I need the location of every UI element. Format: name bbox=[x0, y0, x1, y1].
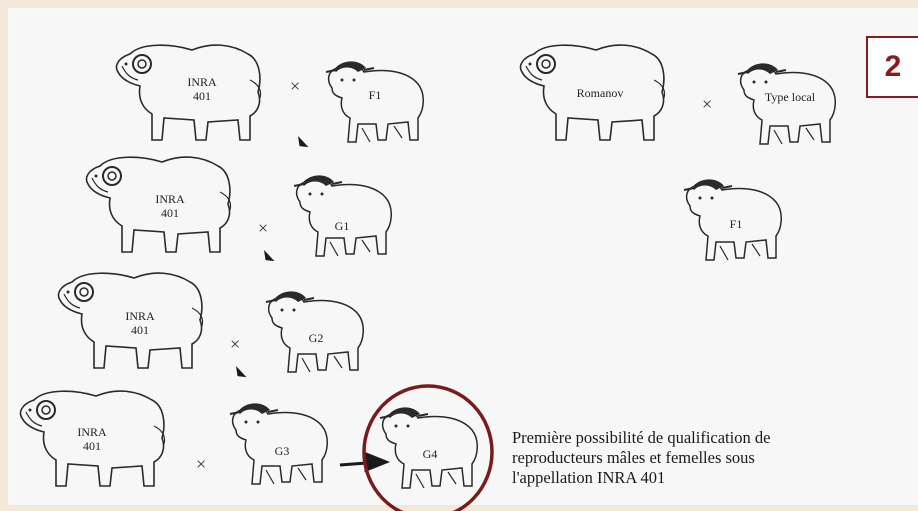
arrow-row2 bbox=[262, 248, 274, 264]
ewe-label-row1: F1 bbox=[369, 88, 382, 102]
cross-symbol-row1: × bbox=[290, 76, 300, 96]
ram-label-row1-line1: INRA bbox=[187, 75, 217, 89]
ewe-label-row2: G1 bbox=[335, 219, 350, 233]
ram-label-row1-line2: 401 bbox=[193, 89, 211, 103]
ram-label-row4-line1: INRA bbox=[77, 425, 107, 439]
ewe-label-founder-f1: F1 bbox=[730, 217, 743, 231]
ram-romanov: Romanov bbox=[521, 45, 665, 140]
ewe-row1: F1 bbox=[326, 61, 423, 142]
ram-label-row2-line2: 401 bbox=[161, 206, 179, 220]
caption-line-3: l'appellation INRA 401 bbox=[512, 468, 918, 488]
ram-row4: INRA 401 bbox=[21, 391, 165, 486]
figure-number-badge: 2 bbox=[866, 36, 918, 98]
ewe-label-row3: G2 bbox=[309, 331, 324, 345]
ram-row2: INRA 401 bbox=[87, 157, 231, 252]
ewe-label-type-local: Type local bbox=[765, 90, 816, 104]
ram-row1: INRA 401 bbox=[117, 45, 261, 140]
ram-label-romanov: Romanov bbox=[577, 86, 624, 100]
ewe-row3: G2 bbox=[266, 291, 363, 372]
ewe-g4: G4 bbox=[380, 407, 477, 488]
ram-row3: INRA 401 bbox=[59, 273, 203, 368]
ewe-row2: G1 bbox=[294, 175, 391, 256]
ram-label-row4-line2: 401 bbox=[83, 439, 101, 453]
ewe-founder-f1: F1 bbox=[684, 179, 781, 260]
caption-line-2: reproducteurs mâles et femelles sous bbox=[512, 448, 918, 468]
arrow-row1 bbox=[296, 134, 308, 150]
ewe-label-g4: G4 bbox=[423, 447, 438, 461]
cross-symbol-row4: × bbox=[196, 454, 206, 474]
ram-label-row3-line1: INRA bbox=[125, 309, 155, 323]
ram-label-row3-line2: 401 bbox=[131, 323, 149, 337]
caption: Première possibilité de qualification de… bbox=[512, 428, 918, 488]
caption-line-1: Première possibilité de qualification de bbox=[512, 428, 918, 448]
ram-label-row2-line1: INRA bbox=[155, 192, 185, 206]
ewe-type-local: Type local bbox=[738, 63, 835, 144]
ewe-row4: G3 bbox=[230, 403, 327, 484]
cross-symbol-row3: × bbox=[230, 334, 240, 354]
cross-symbol-row2: × bbox=[258, 218, 268, 238]
ewe-label-row4: G3 bbox=[275, 444, 290, 458]
cross-symbol-founder: × bbox=[702, 94, 712, 114]
arrow-row3 bbox=[234, 364, 246, 380]
